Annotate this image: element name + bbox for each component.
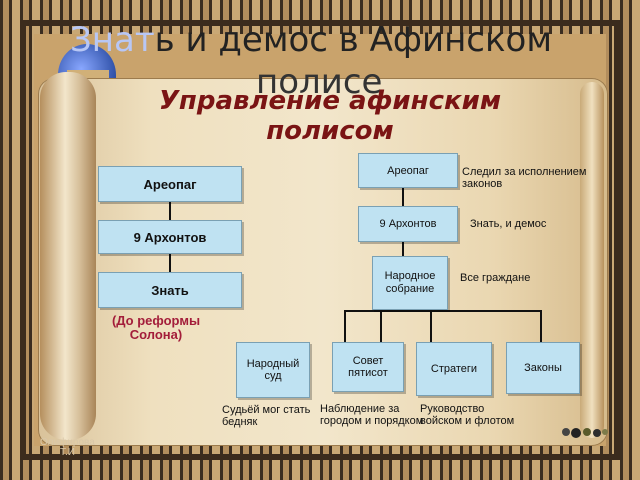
note-archons: Знать, и демос	[470, 218, 547, 230]
author-line1: Олифирова	[40, 437, 95, 448]
right-box-assembly: Народное собрание	[372, 256, 448, 310]
note-court: Судьёй мог стать бедняк	[222, 404, 311, 428]
title-part-b: ь и демос в Афинском	[154, 20, 552, 60]
left-box-archons: 9 Архонтов	[98, 220, 242, 254]
author-line2: Т.И	[60, 447, 75, 458]
connector-line	[169, 200, 171, 220]
note-council: Наблюдение за городом и порядком	[320, 403, 424, 427]
title-line2: полисе	[256, 62, 383, 102]
connector-horizontal	[344, 310, 540, 312]
right-box-areopag: Ареопаг	[358, 153, 458, 188]
reform-note: (До реформы Солона)	[96, 314, 216, 342]
title-part-a: Знат	[70, 20, 155, 60]
subtitle-line2: полисом	[266, 116, 394, 146]
note-areopag: Следил за исполнением законов	[462, 166, 587, 190]
scroll-left-roll	[40, 72, 96, 440]
connector-line	[540, 310, 542, 342]
slide-title: Знать и демос в Афинском полисе	[70, 20, 590, 102]
scroll-right-roll	[580, 82, 604, 438]
decorative-stones-icon	[562, 428, 608, 438]
reform-note-line1: (До реформы	[111, 313, 201, 328]
left-box-areopag: Ареопаг	[98, 166, 242, 202]
bottom-box-council: Совет пятисот	[332, 342, 404, 392]
bottom-box-court: Народный суд	[236, 342, 310, 398]
reform-note-line2: Солона)	[129, 327, 183, 342]
connector-line	[380, 310, 382, 342]
connector-line	[344, 310, 346, 342]
bottom-box-strategoi: Стратеги	[416, 342, 492, 396]
scroll-subtitle: Управление афинским полисом	[120, 86, 540, 146]
connector-line	[169, 252, 171, 272]
subtitle-line1: Управление афинским	[158, 86, 502, 116]
bottom-box-laws: Законы	[506, 342, 580, 394]
connector-line	[402, 186, 404, 206]
right-box-archons: 9 Архонтов	[358, 206, 458, 242]
connector-line	[430, 310, 432, 342]
note-assembly: Все граждане	[460, 272, 531, 284]
connector-line	[402, 240, 404, 256]
left-box-nobility: Знать	[98, 272, 242, 308]
author-credit: Олифирова Т.И	[40, 438, 95, 458]
temple-roof-icon	[67, 70, 109, 80]
note-strategoi: Руководство войском и флотом	[420, 403, 515, 427]
